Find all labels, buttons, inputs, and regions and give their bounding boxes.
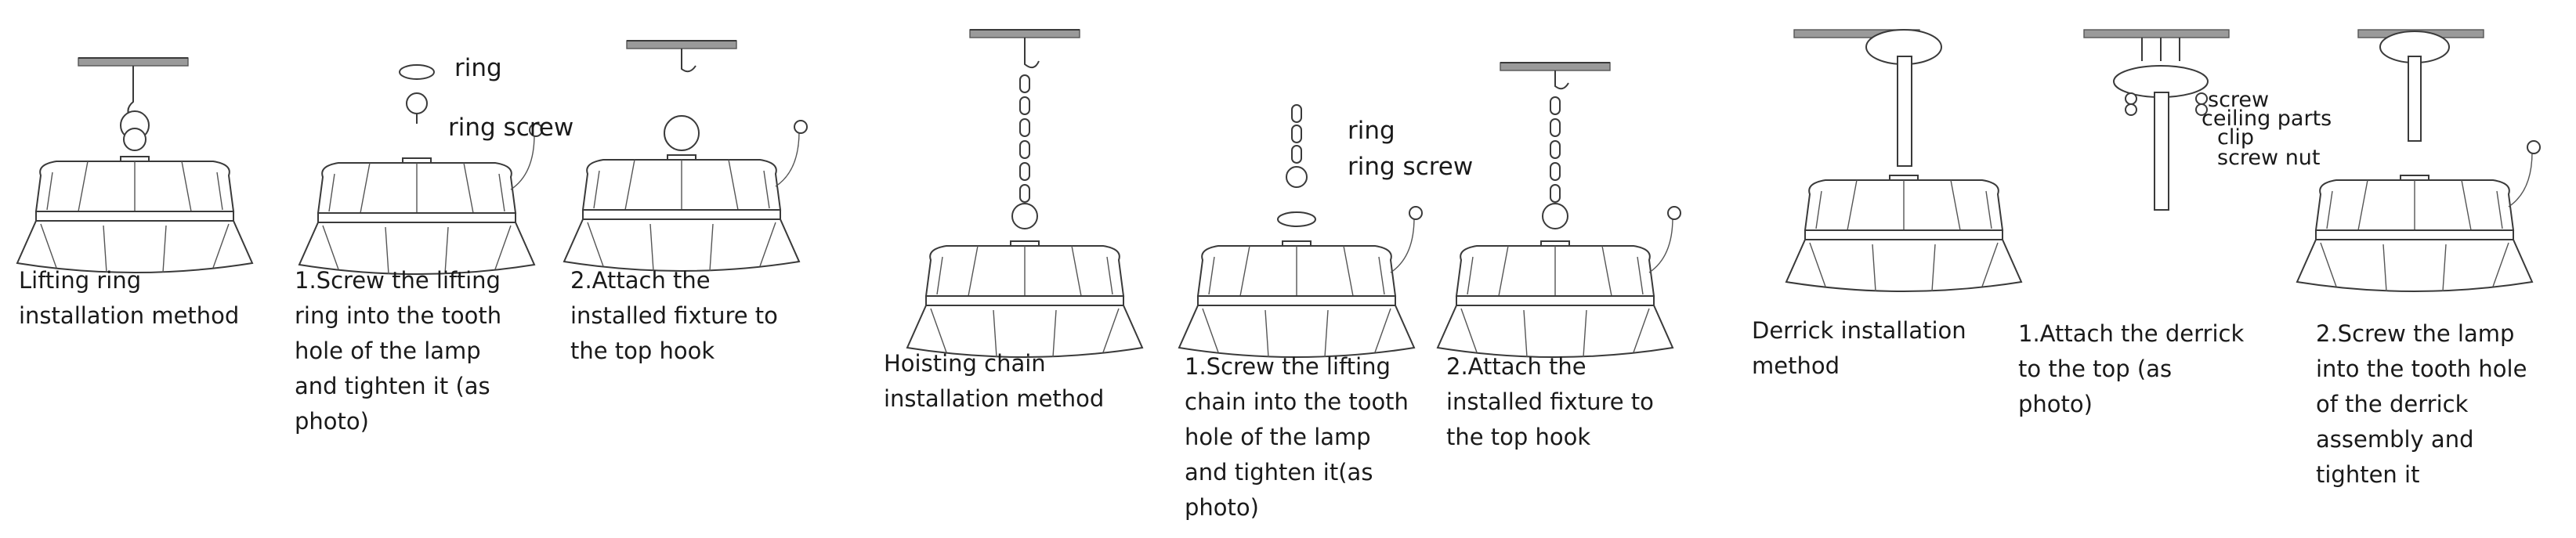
caption-ring-method: Lifting ring installation method bbox=[19, 267, 240, 329]
derrick-step2-figure bbox=[2297, 29, 2540, 291]
chain-step1-figure bbox=[1179, 104, 1422, 357]
chain-method-figure bbox=[906, 29, 1143, 358]
label-clip: clip bbox=[2217, 125, 2254, 150]
label-chain-ring: ring bbox=[1348, 117, 1395, 145]
label-chain-ring-screw: ring screw bbox=[1348, 153, 1474, 181]
label-screw: screw bbox=[2208, 88, 2270, 112]
caption-ring-step1: 1.Screw the lifting ring into the tooth … bbox=[295, 267, 502, 435]
label-ring-screw: ring screw bbox=[448, 114, 574, 142]
derrick-step1-figure bbox=[2083, 29, 2230, 211]
ring-step2-figure bbox=[564, 40, 807, 271]
caption-derrick-step1: 1.Attach the derrick to the top (as phot… bbox=[2018, 320, 2245, 417]
derrick-method-figure bbox=[1785, 29, 2022, 292]
caption-derrick-method: Derrick installation method bbox=[1752, 317, 1966, 379]
chain-step2-figure bbox=[1438, 62, 1681, 357]
label-ceiling-parts: ceiling parts bbox=[2202, 107, 2332, 131]
ring-method-figure bbox=[16, 57, 253, 273]
caption-chain-step2: 2.Attach the installed fixture to the to… bbox=[1446, 353, 1654, 450]
label-screw-nut: screw nut bbox=[2217, 146, 2321, 170]
ring-step1-figure bbox=[299, 64, 542, 274]
caption-chain-step1: 1.Screw the lifting chain into the tooth… bbox=[1185, 353, 1409, 521]
label-ring: ring bbox=[454, 54, 502, 82]
caption-ring-step2: 2.Attach the installed fixture to the to… bbox=[570, 267, 778, 364]
caption-derrick-step2: 2.Screw the lamp into the tooth hole of … bbox=[2316, 320, 2527, 488]
caption-chain-method: Hoisting chain installation method bbox=[884, 350, 1105, 412]
